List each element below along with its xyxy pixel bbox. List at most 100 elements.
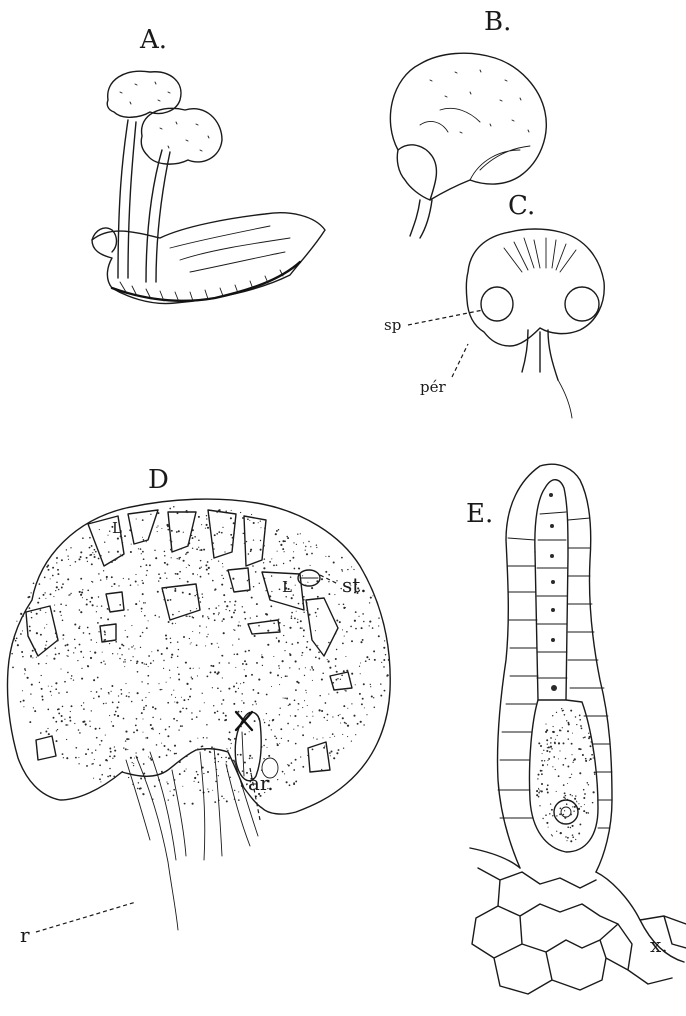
stipple-dot — [125, 731, 127, 733]
stipple-dot — [199, 632, 200, 633]
stipple-dot — [220, 691, 221, 692]
stipple-dot — [303, 596, 305, 598]
figure-d-air-chamber — [306, 598, 338, 656]
stipple-dot — [53, 596, 54, 597]
stipple-dot — [316, 547, 317, 548]
stipple-dot — [199, 625, 201, 627]
stipple-dot — [295, 689, 297, 691]
stipple-dot — [90, 726, 91, 727]
stipple-dot — [537, 778, 538, 779]
stipple-dot — [547, 760, 548, 761]
stipple-dot — [248, 553, 250, 555]
stipple-dot — [191, 642, 192, 643]
stipple-dot — [573, 810, 574, 811]
stipple-dot — [165, 634, 167, 636]
stipple-dot — [277, 779, 278, 780]
stipple-dot — [255, 571, 257, 573]
stipple-dot — [82, 537, 84, 539]
stipple-dot — [590, 745, 592, 747]
stipple-dot — [332, 716, 333, 717]
stipple-dot — [89, 720, 90, 721]
stipple-dot — [287, 764, 288, 765]
stipple-dot — [201, 746, 203, 748]
stipple-dot — [354, 620, 356, 622]
stipple-dot — [152, 727, 154, 729]
stipple-dot — [80, 611, 82, 613]
stipple-dot — [578, 833, 580, 835]
stipple-dot — [91, 710, 92, 711]
figure-e-egg-nucleolus — [561, 807, 571, 817]
stipple-dot — [267, 644, 269, 646]
stipple-dot — [258, 522, 259, 523]
stipple-dot — [22, 615, 24, 617]
stipple-dot — [214, 801, 216, 803]
stipple-dot — [123, 578, 124, 579]
stipple-dot — [226, 605, 228, 607]
stipple-dot — [90, 639, 92, 641]
stipple-dot — [102, 652, 103, 653]
stipple-dot — [21, 651, 23, 653]
stipple-dot — [321, 769, 322, 770]
stipple-dot — [141, 712, 143, 714]
stipple-dot — [256, 615, 258, 617]
stipple-dot — [552, 766, 553, 767]
stipple-dot — [210, 665, 212, 667]
stipple-dot — [192, 537, 194, 539]
stipple-dot — [123, 661, 124, 662]
stipple-dot — [148, 756, 149, 757]
stipple-dot — [62, 706, 64, 708]
stipple-dot — [189, 740, 191, 742]
stipple-dot — [266, 694, 268, 696]
stipple-dot — [39, 597, 41, 599]
stipple-dot — [157, 525, 158, 526]
stipple-dot — [239, 621, 240, 622]
stipple-dot — [264, 527, 266, 529]
stipple-dot — [146, 564, 148, 566]
stipple-dot — [55, 590, 56, 591]
stipple-dot — [360, 662, 361, 663]
stipple-dot — [218, 560, 219, 561]
stipple-dot — [178, 557, 179, 558]
stipple-dot — [189, 565, 190, 566]
stipple-dot — [343, 607, 345, 609]
stipple-dot — [115, 641, 117, 643]
stipple-dot — [179, 571, 181, 573]
stipple-dot — [294, 699, 296, 701]
stipple-dot — [261, 527, 262, 528]
stipple-dot — [109, 530, 110, 531]
stipple-dot — [142, 580, 143, 581]
stipple-dot — [567, 722, 569, 724]
stipple-dot — [161, 528, 162, 529]
stipple-dot — [111, 721, 112, 722]
stipple-dot — [363, 683, 365, 685]
stipple-dot — [362, 613, 364, 615]
stipple-dot — [56, 730, 57, 731]
stipple-dot — [45, 644, 46, 645]
stipple-dot — [29, 607, 31, 609]
stipple-dot — [327, 720, 328, 721]
stipple-dot — [538, 792, 540, 794]
figure-a-letter: A. — [139, 25, 167, 55]
stipple-dot — [61, 715, 63, 717]
figure-d-air-chamber — [100, 624, 116, 642]
stipple-dot — [342, 629, 343, 630]
stipple-dot — [284, 773, 285, 774]
stipple-dot — [163, 599, 164, 600]
stipple-dot — [131, 625, 132, 626]
stipple-dot — [284, 698, 285, 699]
stipple-dot — [218, 612, 220, 614]
figure-e-canal-nucleus — [550, 524, 554, 528]
stipple-dot — [234, 790, 235, 791]
stipple-dot — [134, 757, 135, 758]
stipple-dot — [130, 584, 132, 586]
stipple-dot — [122, 555, 123, 556]
stipple-dot — [538, 774, 540, 776]
stipple-dot — [16, 638, 18, 640]
stipple-dot — [321, 710, 323, 712]
stipple-dot — [234, 630, 235, 631]
figure-c-letter: C. — [508, 191, 535, 221]
stipple-dot — [587, 782, 589, 784]
stipple-dot — [110, 751, 112, 753]
stipple-dot — [366, 656, 368, 658]
stipple-dot — [561, 708, 562, 709]
